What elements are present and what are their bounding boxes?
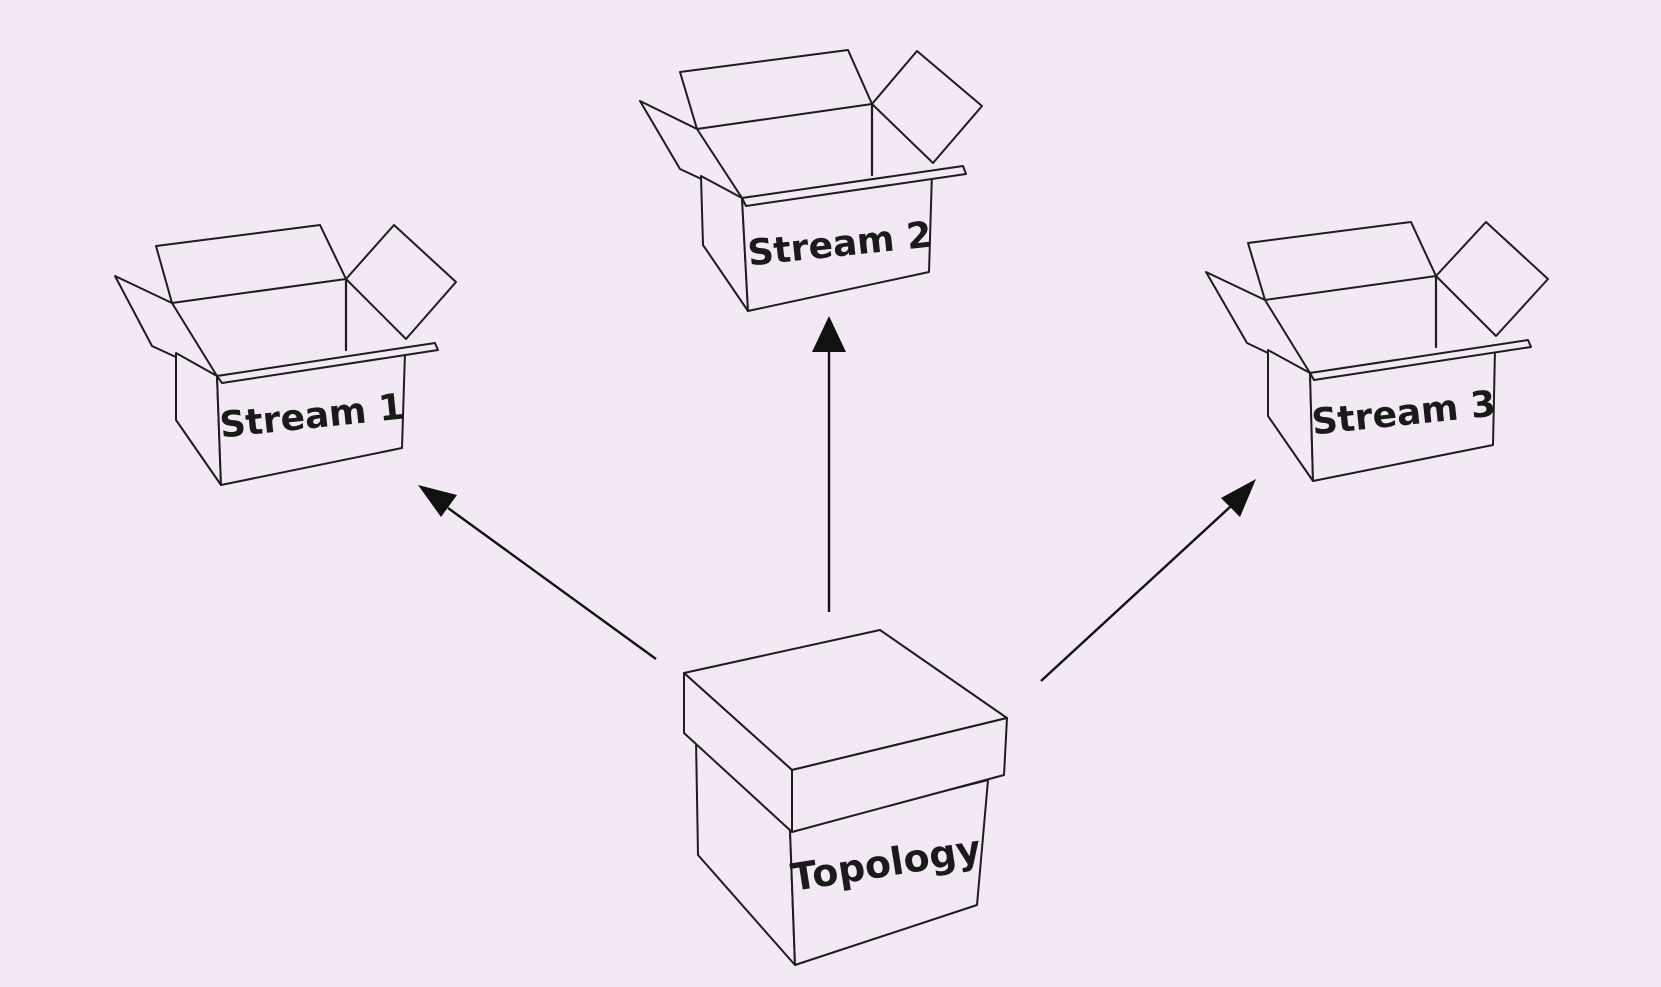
open-box-icon bbox=[1205, 221, 1549, 482]
topology-box: Topology bbox=[683, 629, 1008, 966]
closed-box-icon bbox=[683, 629, 1008, 966]
arrow-to-stream-1 bbox=[418, 485, 657, 660]
stream-1-box: Stream 1 bbox=[114, 224, 457, 486]
open-box-icon bbox=[639, 49, 983, 312]
open-box-icon bbox=[114, 224, 457, 486]
arrow-to-stream-3 bbox=[1040, 479, 1256, 682]
stream-2-box: Stream 2 bbox=[639, 49, 983, 312]
arrow-to-stream-2 bbox=[812, 316, 846, 612]
stream-3-box: Stream 3 bbox=[1205, 221, 1549, 482]
